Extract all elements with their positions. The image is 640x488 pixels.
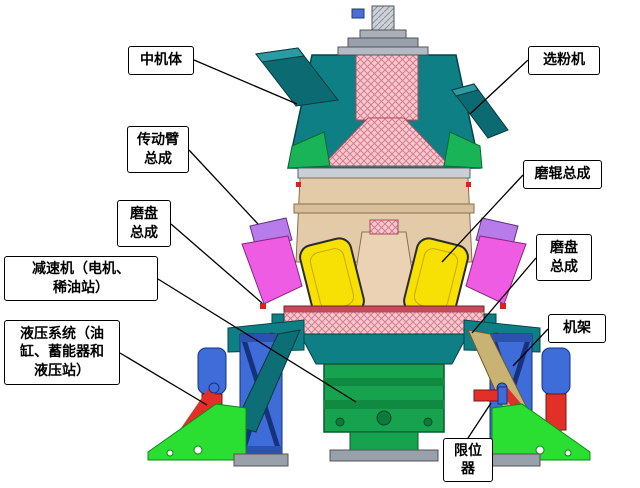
label-mid-body: 中机体 (128, 46, 194, 75)
hydraulic-cylinder-right (541, 347, 571, 447)
leader-lines (119, 59, 549, 439)
label-grinding-table-assembly-right: 磨盘 总成 (536, 234, 592, 281)
rocker-arm-left (241, 217, 303, 309)
grinding-table (271, 305, 497, 335)
grinding-roller-right (403, 237, 469, 321)
label-limiter: 限位 器 (443, 438, 493, 482)
ground-pad-left (233, 453, 289, 467)
base-bracket-right (491, 403, 591, 461)
classifier-rotor (320, 49, 452, 167)
rocker-arm-right (465, 217, 527, 309)
feed-chute (255, 47, 339, 107)
gearbox (323, 363, 445, 462)
label-frame: 机架 (548, 314, 606, 343)
label-grinding-roller-assembly: 磨辊总成 (523, 160, 602, 189)
top-shaft-assembly (337, 5, 429, 56)
outlet-duct (451, 83, 509, 139)
center-cone (349, 219, 419, 309)
housing-green-wedge-left (287, 131, 331, 169)
base-bracket-left (147, 403, 247, 461)
label-grinding-table-assembly-left: 磨盘 总成 (117, 200, 171, 247)
label-reducer-unit: 减速机（电机、 稀油站） (4, 256, 158, 301)
label-classifier: 选粉机 (528, 46, 600, 75)
housing-green-wedge-right (443, 131, 483, 169)
ground-pad-right (485, 453, 541, 467)
table-support (299, 333, 469, 365)
limiter-device (473, 386, 508, 405)
label-drive-arm-assembly: 传动臂 总成 (127, 126, 189, 173)
label-hydraulic-system: 液压系统（油 缸、蓄能器和 液压站） (4, 320, 120, 385)
